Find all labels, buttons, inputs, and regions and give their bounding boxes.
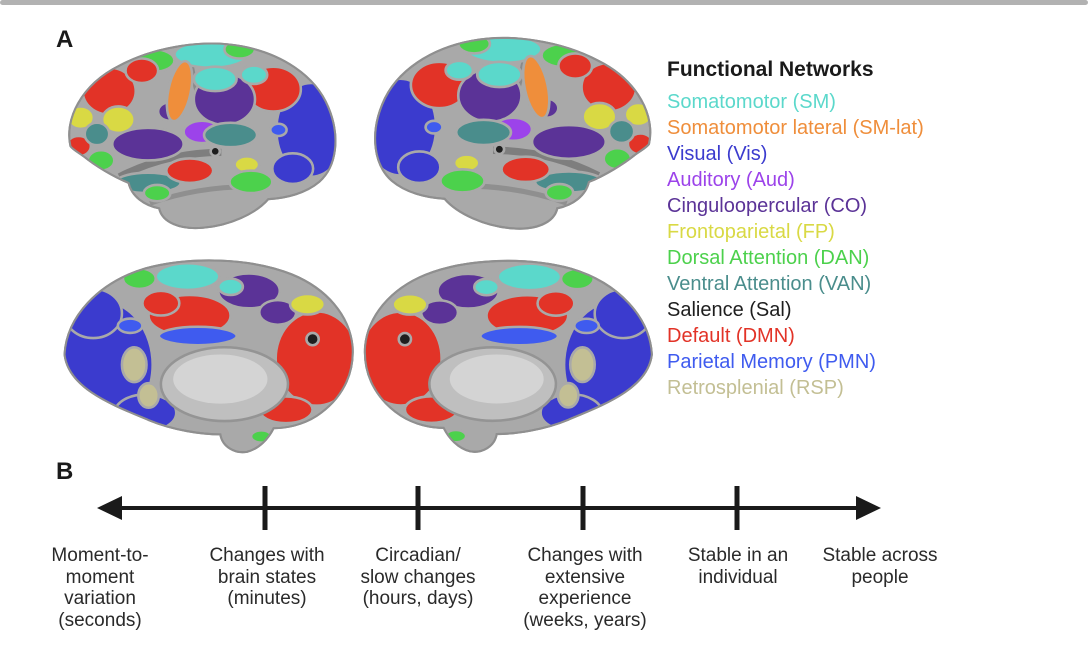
legend-item-sal: Salience (Sal): [667, 299, 792, 321]
brain-lateral-left: [60, 32, 346, 241]
arrowhead-left-icon: [97, 496, 122, 520]
timeline-label-weeks-years: Changes with extensive experience (weeks…: [523, 545, 647, 631]
legend-title: Functional Networks: [667, 58, 874, 81]
timeline-label-people: Stable across people: [822, 545, 938, 588]
legend-item-dan: Dorsal Attention (DAN): [667, 247, 870, 269]
arrowhead-right-icon: [856, 496, 881, 520]
legend-item-rsp: Retrosplenial (RSP): [667, 377, 844, 399]
brain-medial-left: [58, 254, 356, 459]
figure-top-border: [0, 0, 1088, 5]
timeline-label-minutes: Changes with brain states (minutes): [209, 545, 325, 609]
legend-item-aud: Auditory (Aud): [667, 169, 795, 191]
legend-item-pmn: Parietal Memory (PMN): [667, 351, 876, 373]
legend-item-dmn: Default (DMN): [667, 325, 795, 347]
timeline-label-hours-days: Circadian/ slow changes (hours, days): [360, 545, 476, 609]
network-legend: Functional Networks Somatomotor (SM) Som…: [667, 58, 924, 401]
panel-a-label: A: [56, 26, 74, 53]
legend-item-co: Cinguloopercular (CO): [667, 195, 868, 217]
timeline-label-individual: Stable in an individual: [687, 545, 789, 588]
brain-medial-right: [362, 252, 658, 461]
brain-lateral-right: [364, 26, 660, 242]
legend-item-van: Ventral Attention (VAN): [667, 273, 872, 295]
timeline-label-seconds: Moment-to- moment variation (seconds): [51, 545, 149, 631]
legend-item-sm: Somatomotor (SM): [667, 91, 836, 113]
legend-item-vis: Visual (Vis): [667, 143, 768, 165]
legend-item-fp: Frontoparietal (FP): [667, 221, 835, 243]
legend-item-sm-lat: Somatomotor lateral (SM-lat): [667, 117, 924, 139]
timescale-arrow: [97, 486, 881, 530]
panel-b-label: B: [56, 458, 74, 485]
